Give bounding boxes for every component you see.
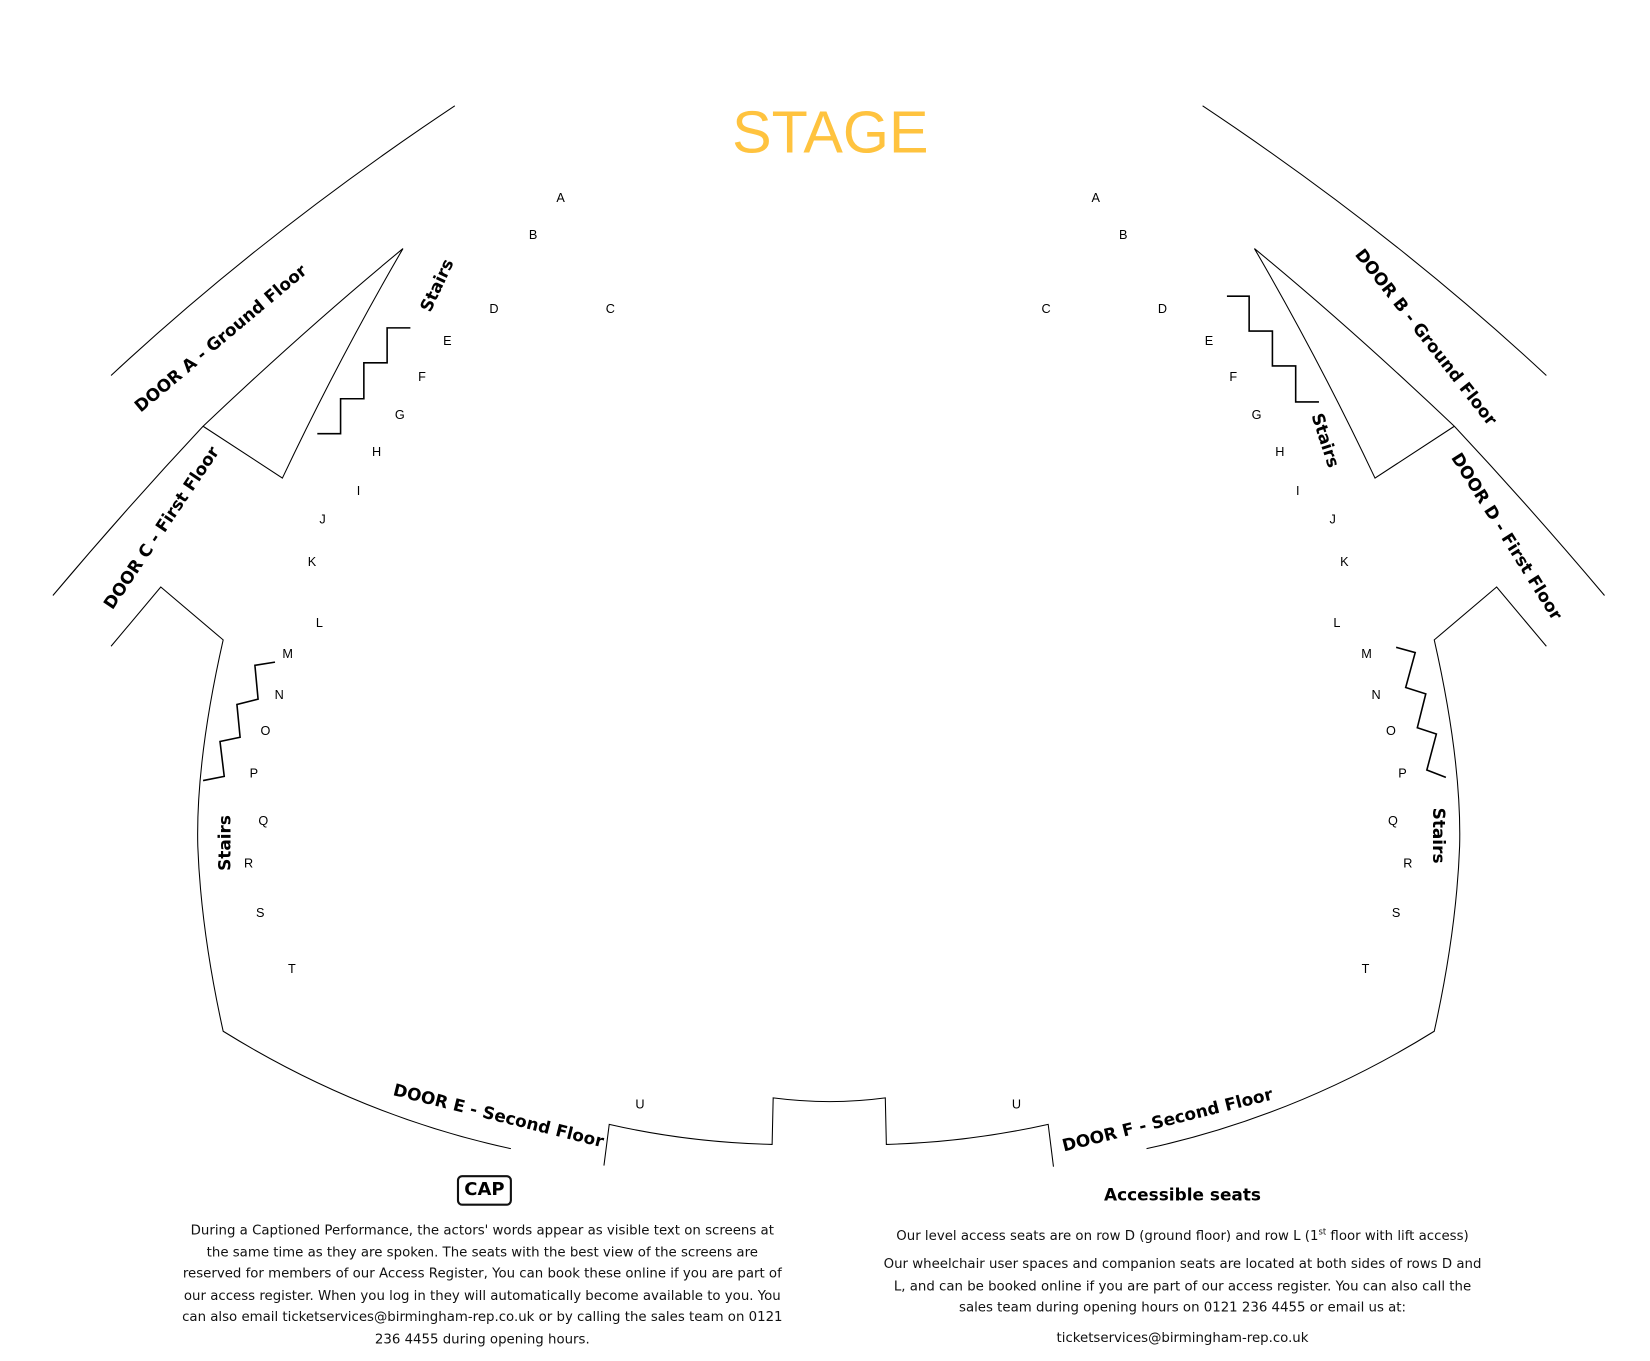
row-label-right: M [1361, 647, 1372, 661]
row-label-left: T [288, 962, 296, 976]
row-label-left: K [308, 555, 317, 569]
row-label-left: F [418, 370, 426, 384]
text: floor with lift access) [1326, 1227, 1469, 1243]
row-label-left: Q [258, 814, 268, 828]
stairs-label: Stairs [416, 256, 458, 315]
text: Our level access seats are on row D (gro… [896, 1227, 1319, 1243]
accessible-wheelchair-text: Our wheelchair user spaces and companion… [883, 1255, 1482, 1315]
row-labels: A B C D E F G H I J K L M N O P Q R S T U A B C D E F G H I J K L M N O P Q R S… [244, 191, 1412, 1111]
stairs-icon [1226, 295, 1319, 403]
row-label-left: N [275, 688, 284, 702]
row-label-right: P [1398, 766, 1406, 780]
row-label-left: D [489, 302, 498, 316]
row-label-right: C [1041, 302, 1050, 316]
row-label-right: E [1205, 334, 1213, 348]
row-label-left: J [319, 513, 325, 527]
row-label-left: U [635, 1097, 644, 1111]
right-side-wall [1146, 586, 1547, 1150]
row-label-left: M [282, 647, 293, 661]
row-label-right: Q [1388, 814, 1398, 828]
stairs-label: Stairs [1429, 808, 1449, 864]
row-label-left: S [256, 906, 264, 920]
row-label-right: N [1371, 688, 1380, 702]
door-e-label: DOOR E - Second Floor [391, 1079, 606, 1151]
row-label-right: H [1275, 445, 1284, 459]
door-b-label: DOOR B - Ground Floor [1351, 245, 1501, 430]
row-label-right: A [1092, 191, 1101, 205]
row-label-right: J [1330, 513, 1336, 527]
stairs-icon [202, 661, 276, 782]
row-label-right: G [1252, 408, 1262, 422]
door-a-label: DOOR A - Ground Floor [130, 260, 311, 416]
row-label-right: U [1012, 1097, 1021, 1111]
captioned-description: During a Captioned Performance, the acto… [182, 1221, 783, 1347]
row-label-left: H [372, 445, 381, 459]
stairs-icon [1395, 646, 1447, 779]
row-label-right: O [1386, 724, 1396, 738]
row-label-right: T [1362, 962, 1370, 976]
row-label-left: C [606, 302, 615, 316]
right-walls [1146, 105, 1605, 1150]
stairs-label: Stairs [215, 815, 235, 871]
door-d-label: DOOR D - First Floor [1447, 449, 1567, 624]
stairs-icon [317, 327, 411, 435]
row-label-left: A [556, 191, 565, 205]
captioned-badge: CAP [456, 1175, 512, 1206]
door-c-wall [52, 248, 404, 596]
row-label-right: K [1340, 555, 1349, 569]
row-label-left: P [250, 766, 258, 780]
row-label-right: S [1392, 906, 1400, 920]
row-label-right: D [1158, 302, 1167, 316]
stairs-label: Stairs [1308, 411, 1344, 470]
door-f-label: DOOR F - Second Floor [1060, 1084, 1275, 1156]
row-label-right: I [1296, 484, 1300, 498]
left-side-wall [110, 586, 511, 1150]
row-label-left: E [443, 334, 451, 348]
door-d-wall [1253, 248, 1605, 596]
row-label-right: B [1119, 228, 1127, 242]
accessible-level-text: Our level access seats are on row D (gro… [878, 1222, 1487, 1247]
stage-label: STAGE [732, 98, 928, 165]
row-label-left: I [357, 484, 361, 498]
door-a-wall [110, 105, 456, 376]
superscript: st [1318, 1226, 1327, 1237]
accessible-email-link[interactable]: ticketservices@birmingham-rep.co.uk [1056, 1329, 1309, 1346]
row-label-right: F [1229, 370, 1237, 384]
left-walls [52, 105, 511, 1150]
row-label-left: R [244, 856, 253, 870]
row-label-left: G [395, 408, 405, 422]
row-label-left: O [261, 724, 271, 738]
row-label-right: L [1333, 616, 1340, 630]
rear-wall [603, 1097, 1054, 1167]
accessible-seats-title: Accessible seats [1104, 1184, 1262, 1205]
row-label-left: B [529, 228, 537, 242]
row-label-left: L [316, 616, 323, 630]
door-b-wall [1202, 105, 1547, 376]
row-label-right: R [1403, 856, 1412, 870]
